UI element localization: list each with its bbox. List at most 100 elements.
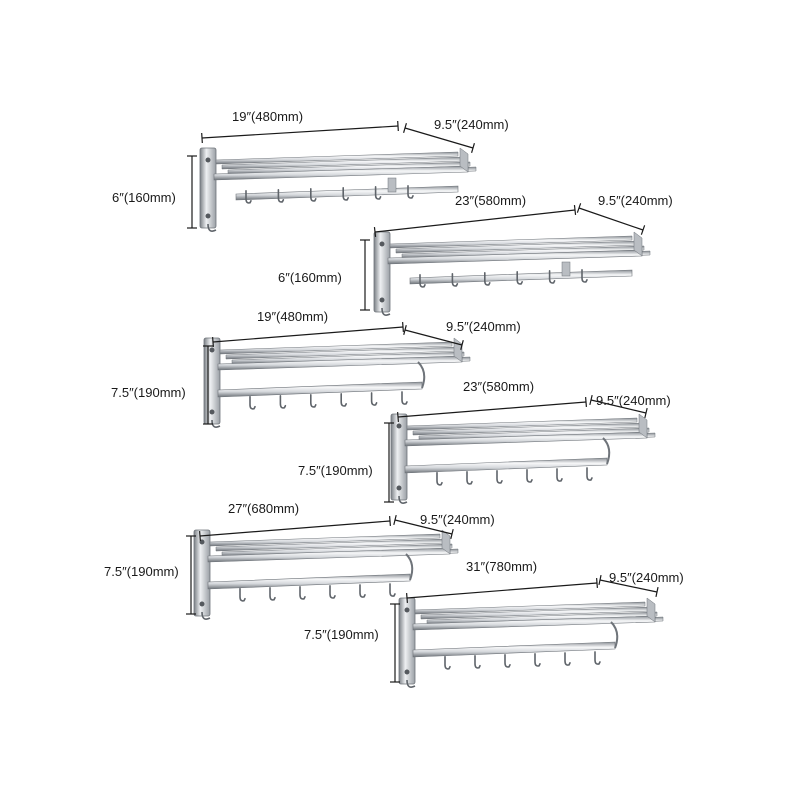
hook bbox=[329, 585, 336, 599]
hook bbox=[474, 654, 481, 669]
rack-3-width-dimension-line bbox=[212, 321, 404, 348]
rack-4-height-label: 7.5″(190mm) bbox=[298, 463, 373, 478]
rack-5-height-label: 7.5″(190mm) bbox=[104, 564, 179, 579]
hook bbox=[359, 584, 366, 598]
rack-1-image bbox=[199, 147, 477, 232]
hook bbox=[526, 469, 533, 483]
lower-towel-bar bbox=[404, 457, 608, 474]
rack-4-depth-dimension-line bbox=[589, 394, 648, 419]
hook bbox=[299, 586, 306, 600]
rack-3-depth-dimension-line bbox=[403, 325, 464, 350]
rack-1-depth-dimension-line bbox=[403, 123, 475, 153]
towel-rail bbox=[209, 533, 441, 547]
hook bbox=[548, 270, 556, 284]
rack-5-image bbox=[193, 529, 459, 620]
rack-5-width-label: 27″(680mm) bbox=[228, 501, 300, 516]
towel-rail bbox=[426, 611, 658, 625]
lower-towel-bar bbox=[412, 641, 616, 658]
hook bbox=[406, 679, 416, 688]
rack-6-image bbox=[398, 597, 664, 688]
hook bbox=[370, 392, 378, 406]
rack-5-width-dimension-line bbox=[199, 515, 391, 542]
rack-2-depth-label: 9.5″(240mm) bbox=[598, 193, 673, 208]
hook bbox=[586, 467, 593, 481]
hook bbox=[407, 185, 414, 199]
rack-4-width-label: 23″(580mm) bbox=[463, 379, 535, 394]
hook bbox=[581, 269, 588, 283]
towel-rail bbox=[221, 543, 453, 557]
hook bbox=[516, 271, 523, 285]
towel-rail bbox=[219, 341, 453, 355]
hook bbox=[374, 186, 382, 200]
rack-2-width-dimension-line bbox=[373, 204, 577, 238]
hook bbox=[310, 394, 317, 408]
hook bbox=[310, 188, 317, 202]
hook bbox=[340, 393, 347, 407]
hook bbox=[496, 470, 503, 484]
rack-6-width-dimension-line bbox=[406, 577, 598, 604]
hook bbox=[466, 470, 473, 485]
hook bbox=[444, 655, 451, 670]
towel-rail bbox=[418, 427, 650, 441]
hook bbox=[401, 391, 408, 405]
rack-2-depth-dimension-line bbox=[576, 203, 646, 235]
towel-rail bbox=[215, 151, 459, 165]
hook bbox=[389, 583, 396, 597]
rack-6-depth-dimension-line bbox=[598, 574, 659, 598]
lower-towel-bar bbox=[409, 269, 633, 285]
rack-4-image bbox=[390, 413, 656, 504]
rack-6-height-dimension-line bbox=[390, 603, 400, 683]
rack-4-depth-label: 9.5″(240mm) bbox=[596, 393, 671, 408]
lower-towel-bar bbox=[207, 573, 411, 590]
rack-2-height-label: 6″(160mm) bbox=[278, 270, 342, 285]
rack-2-height-dimension-line bbox=[360, 239, 370, 311]
towel-rail bbox=[414, 601, 646, 615]
lower-towel-bar bbox=[235, 185, 459, 201]
rack-5-depth-dimension-line bbox=[393, 515, 454, 539]
towel-rail bbox=[231, 351, 465, 365]
rack-2-image bbox=[373, 231, 651, 316]
towel-rail bbox=[227, 161, 471, 175]
rack-4-height-dimension-line bbox=[384, 422, 394, 503]
hook bbox=[249, 395, 256, 410]
rack-6-width-label: 31″(780mm) bbox=[466, 559, 538, 574]
hook bbox=[277, 188, 285, 203]
rack-3-height-dimension-line bbox=[203, 345, 213, 425]
rack-3-depth-label: 9.5″(240mm) bbox=[446, 319, 521, 334]
hook bbox=[534, 653, 541, 667]
hook bbox=[201, 611, 211, 620]
hook bbox=[239, 587, 246, 602]
rack-1-height-dimension-line bbox=[187, 155, 197, 229]
rack-2-width-label: 23″(580mm) bbox=[455, 193, 527, 208]
lower-towel-bar bbox=[217, 381, 423, 398]
towel-rail bbox=[406, 417, 638, 431]
rack-1-width-label: 19″(480mm) bbox=[232, 109, 304, 124]
rack-3-height-label: 7.5″(190mm) bbox=[111, 385, 186, 400]
rack-5-depth-label: 9.5″(240mm) bbox=[420, 512, 495, 527]
rack-1-height-label: 6″(160mm) bbox=[112, 190, 176, 205]
rack-5-height-dimension-line bbox=[186, 535, 196, 615]
hook bbox=[342, 187, 349, 201]
hook bbox=[504, 654, 511, 668]
rack-6-height-label: 7.5″(190mm) bbox=[304, 627, 379, 642]
hook bbox=[484, 272, 491, 286]
hook bbox=[207, 223, 217, 232]
hook bbox=[398, 495, 408, 504]
rack-3-image bbox=[203, 337, 471, 428]
hook bbox=[564, 652, 571, 666]
towel-rail bbox=[401, 245, 645, 259]
rack-1-depth-label: 9.5″(240mm) bbox=[434, 117, 509, 132]
rack-1-width-dimension-line bbox=[201, 120, 399, 144]
rack-6-depth-label: 9.5″(240mm) bbox=[609, 570, 684, 585]
hook bbox=[381, 307, 391, 316]
hook bbox=[269, 586, 276, 601]
hook bbox=[211, 419, 221, 428]
rack-3-width-label: 19″(480mm) bbox=[257, 309, 329, 324]
hook bbox=[419, 273, 426, 288]
hook bbox=[556, 468, 563, 482]
hook bbox=[245, 189, 252, 204]
hook bbox=[279, 394, 287, 409]
hook bbox=[451, 272, 459, 287]
hook bbox=[594, 651, 601, 665]
